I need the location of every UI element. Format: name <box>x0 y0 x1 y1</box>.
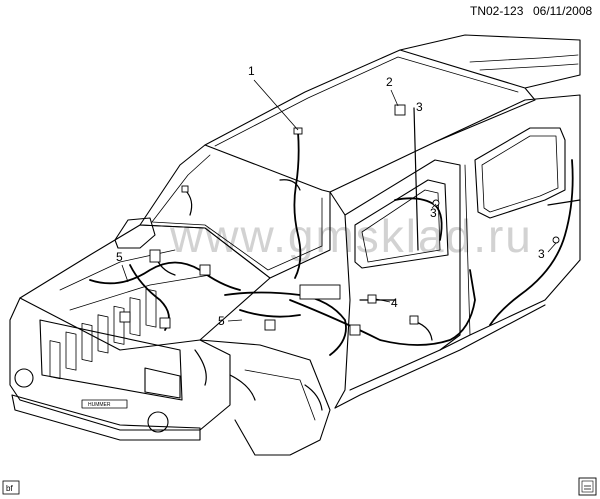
wiring-harness <box>89 104 581 411</box>
front-door-window <box>354 179 449 269</box>
callout-5-ip-label: 5 <box>218 314 225 328</box>
rear-door-harness <box>489 159 574 326</box>
body-floor-harness <box>289 269 476 346</box>
tag-bf-box <box>2 480 20 495</box>
tag-bf: bf <box>6 484 13 493</box>
fender-wire <box>229 374 256 401</box>
engine-connector <box>149 249 161 263</box>
diagram-date: 06/11/2008 <box>533 4 592 18</box>
roof-connector <box>293 127 303 135</box>
callout-3-door-label: 3 <box>430 206 437 220</box>
engine-connector-4 <box>199 264 211 276</box>
door-grommet <box>432 199 440 207</box>
front-door <box>344 159 461 391</box>
vehicle-body: HUMMER <box>9 34 581 456</box>
rocker-panel <box>334 304 546 409</box>
gm-logo-icon <box>578 477 597 496</box>
roof-harness-wire <box>293 131 302 279</box>
bed-rail-2 <box>479 63 579 71</box>
callout-5-ip-leader <box>227 319 243 322</box>
hood-line-2 <box>69 274 211 311</box>
watermark: www.gmsklad.ru <box>169 210 533 262</box>
instrument-panel-harness <box>224 291 347 356</box>
door-jumper-connector <box>409 315 419 325</box>
roof-panel <box>204 49 536 193</box>
fog-lamp-left <box>14 368 34 388</box>
callouts: 1 2 3 3 3 4 5 5 <box>116 64 557 328</box>
seat-connector <box>367 294 377 304</box>
callout-4-leader <box>375 298 391 303</box>
rear-door-branch <box>547 199 581 206</box>
fender-wire-2 <box>304 384 323 411</box>
callout-3-upper-label: 3 <box>416 100 423 114</box>
bed-rail <box>469 54 579 63</box>
rear-door-window <box>474 127 566 219</box>
grille-badge: HUMMER <box>88 402 111 408</box>
callout-1-leader <box>253 79 299 131</box>
hood <box>19 224 271 351</box>
rear-bed <box>399 34 581 89</box>
front-bumper <box>11 394 201 441</box>
front-window-glass <box>361 189 441 263</box>
ip-connector-2 <box>349 324 361 336</box>
rear-window-glass <box>481 135 559 213</box>
windshield-glass <box>151 154 323 271</box>
door-seam <box>464 164 471 336</box>
header-connector <box>181 185 189 193</box>
roof-edge <box>214 56 519 147</box>
grille-badge-plate <box>81 399 128 409</box>
callout-2-label: 2 <box>386 75 393 89</box>
roof-sensor <box>394 104 406 116</box>
callout-3-door-leader <box>431 203 437 209</box>
roof-harness-branch <box>279 179 301 191</box>
ip-harness-branch <box>239 309 301 318</box>
fog-lamp-right <box>147 411 169 433</box>
front-fascia <box>9 297 231 431</box>
engine-harness <box>89 261 241 291</box>
callout-1-label: 1 <box>248 64 255 78</box>
callout-3-rear-label: 3 <box>538 247 545 261</box>
side-mirror <box>114 217 156 249</box>
a-pillar <box>329 191 351 409</box>
front-fender <box>199 339 331 456</box>
headlamp-right <box>144 367 181 399</box>
callout-3-rear-leader <box>547 242 557 253</box>
engine-connector-3 <box>119 311 131 323</box>
callout-5-engine-leader <box>121 264 129 283</box>
footer-tags: bf <box>2 477 597 496</box>
wheel-arch <box>244 369 316 421</box>
front-lamp-wire <box>194 349 207 386</box>
callout-4-label: 4 <box>391 296 398 310</box>
ip-junction-block <box>299 284 341 300</box>
diagram-id: TN02-123 <box>470 4 524 18</box>
callout-5-engine-label: 5 <box>116 250 123 264</box>
rear-grommet <box>552 236 560 244</box>
callout-2-leader <box>390 89 399 107</box>
grille-frame <box>39 319 183 401</box>
ip-connector <box>264 319 276 331</box>
pillar-harness-wire <box>413 107 419 251</box>
engine-connector-2 <box>159 317 171 329</box>
